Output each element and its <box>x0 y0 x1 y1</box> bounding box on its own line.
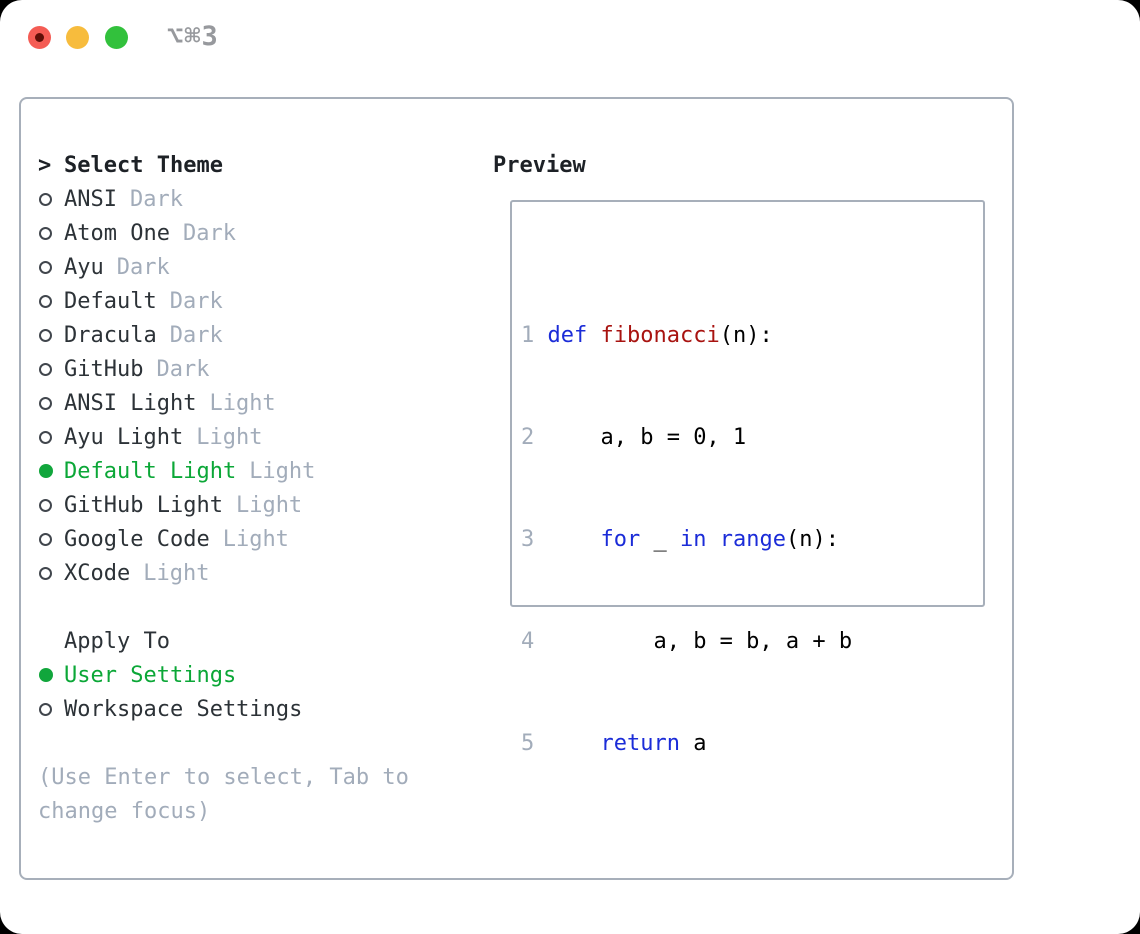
theme-option-github-light[interactable]: GitHub Light Light <box>38 488 409 522</box>
code-line: 4 a, b = b, a + b <box>521 629 853 654</box>
keyboard-hint-line-1: (Use Enter to select, Tab to <box>38 764 409 790</box>
preview-pane: 1 def fibonacci(n): 2 a, b = 0, 1 3 for … <box>510 200 985 756</box>
theme-option-ayu-light[interactable]: Ayu Light Light <box>38 420 409 454</box>
theme-option-ansi-light[interactable]: ANSI Light Light <box>38 386 409 420</box>
code-line: 3 for _ in range(n): <box>521 527 839 552</box>
selection-caret-icon: > <box>38 152 52 178</box>
code-line: 5 return a <box>521 731 707 756</box>
theme-option-atom-one-dark[interactable]: Atom One Dark <box>38 216 409 250</box>
section-gap <box>38 590 409 624</box>
window-title: ⌥⌘3 <box>167 21 219 52</box>
code-line: 1 def fibonacci(n): <box>521 323 773 348</box>
apply-option-workspace-settings[interactable]: Workspace Settings <box>38 692 409 726</box>
radio-unselected-icon <box>38 430 64 444</box>
radio-unselected-icon <box>38 192 64 206</box>
select-theme-section: > Select Theme ANSI Dark Atom One Dark A… <box>38 148 409 828</box>
radio-selected-icon <box>38 668 64 682</box>
section-gap <box>38 726 409 760</box>
code-diff-gap <box>521 863 983 897</box>
radio-unselected-icon <box>38 294 64 308</box>
zoom-button[interactable] <box>105 26 128 49</box>
radio-unselected-icon <box>38 226 64 240</box>
code-sample: 1 def fibonacci(n): 2 a, b = 0, 1 3 for … <box>512 202 983 934</box>
titlebar: ⌥⌘3 <box>0 0 1140 76</box>
close-button[interactable] <box>28 26 51 49</box>
select-theme-header: > Select Theme <box>38 148 409 182</box>
apply-to-header: Apply To <box>38 624 409 658</box>
code-line: 2 a, b = 0, 1 <box>521 425 747 450</box>
minimize-button[interactable] <box>66 26 89 49</box>
theme-option-ayu-dark[interactable]: Ayu Dark <box>38 250 409 284</box>
preview-title: Preview <box>493 152 586 178</box>
radio-unselected-icon <box>38 260 64 274</box>
apply-option-user-settings[interactable]: User Settings <box>38 658 409 692</box>
radio-unselected-icon <box>38 566 64 580</box>
radio-selected-icon <box>38 464 64 478</box>
theme-option-github-dark[interactable]: GitHub Dark <box>38 352 409 386</box>
theme-option-default-dark[interactable]: Default Dark <box>38 284 409 318</box>
theme-option-google-code-light[interactable]: Google Code Light <box>38 522 409 556</box>
radio-unselected-icon <box>38 396 64 410</box>
theme-option-ansi-dark[interactable]: ANSI Dark <box>38 182 409 216</box>
theme-picker-panel: > Select Theme ANSI Dark Atom One Dark A… <box>19 97 1014 880</box>
apply-to-title: Apply To <box>64 628 170 654</box>
radio-unselected-icon <box>38 498 64 512</box>
select-theme-title: Select Theme <box>64 152 223 178</box>
radio-unselected-icon <box>38 702 64 716</box>
theme-option-default-light[interactable]: Default Light Light <box>38 454 409 488</box>
radio-unselected-icon <box>38 362 64 376</box>
theme-option-dracula-dark[interactable]: Dracula Dark <box>38 318 409 352</box>
theme-option-xcode-light[interactable]: XCode Light <box>38 556 409 590</box>
keyboard-hint-line-2: change focus) <box>38 798 211 824</box>
radio-unselected-icon <box>38 328 64 342</box>
radio-unselected-icon <box>38 532 64 546</box>
